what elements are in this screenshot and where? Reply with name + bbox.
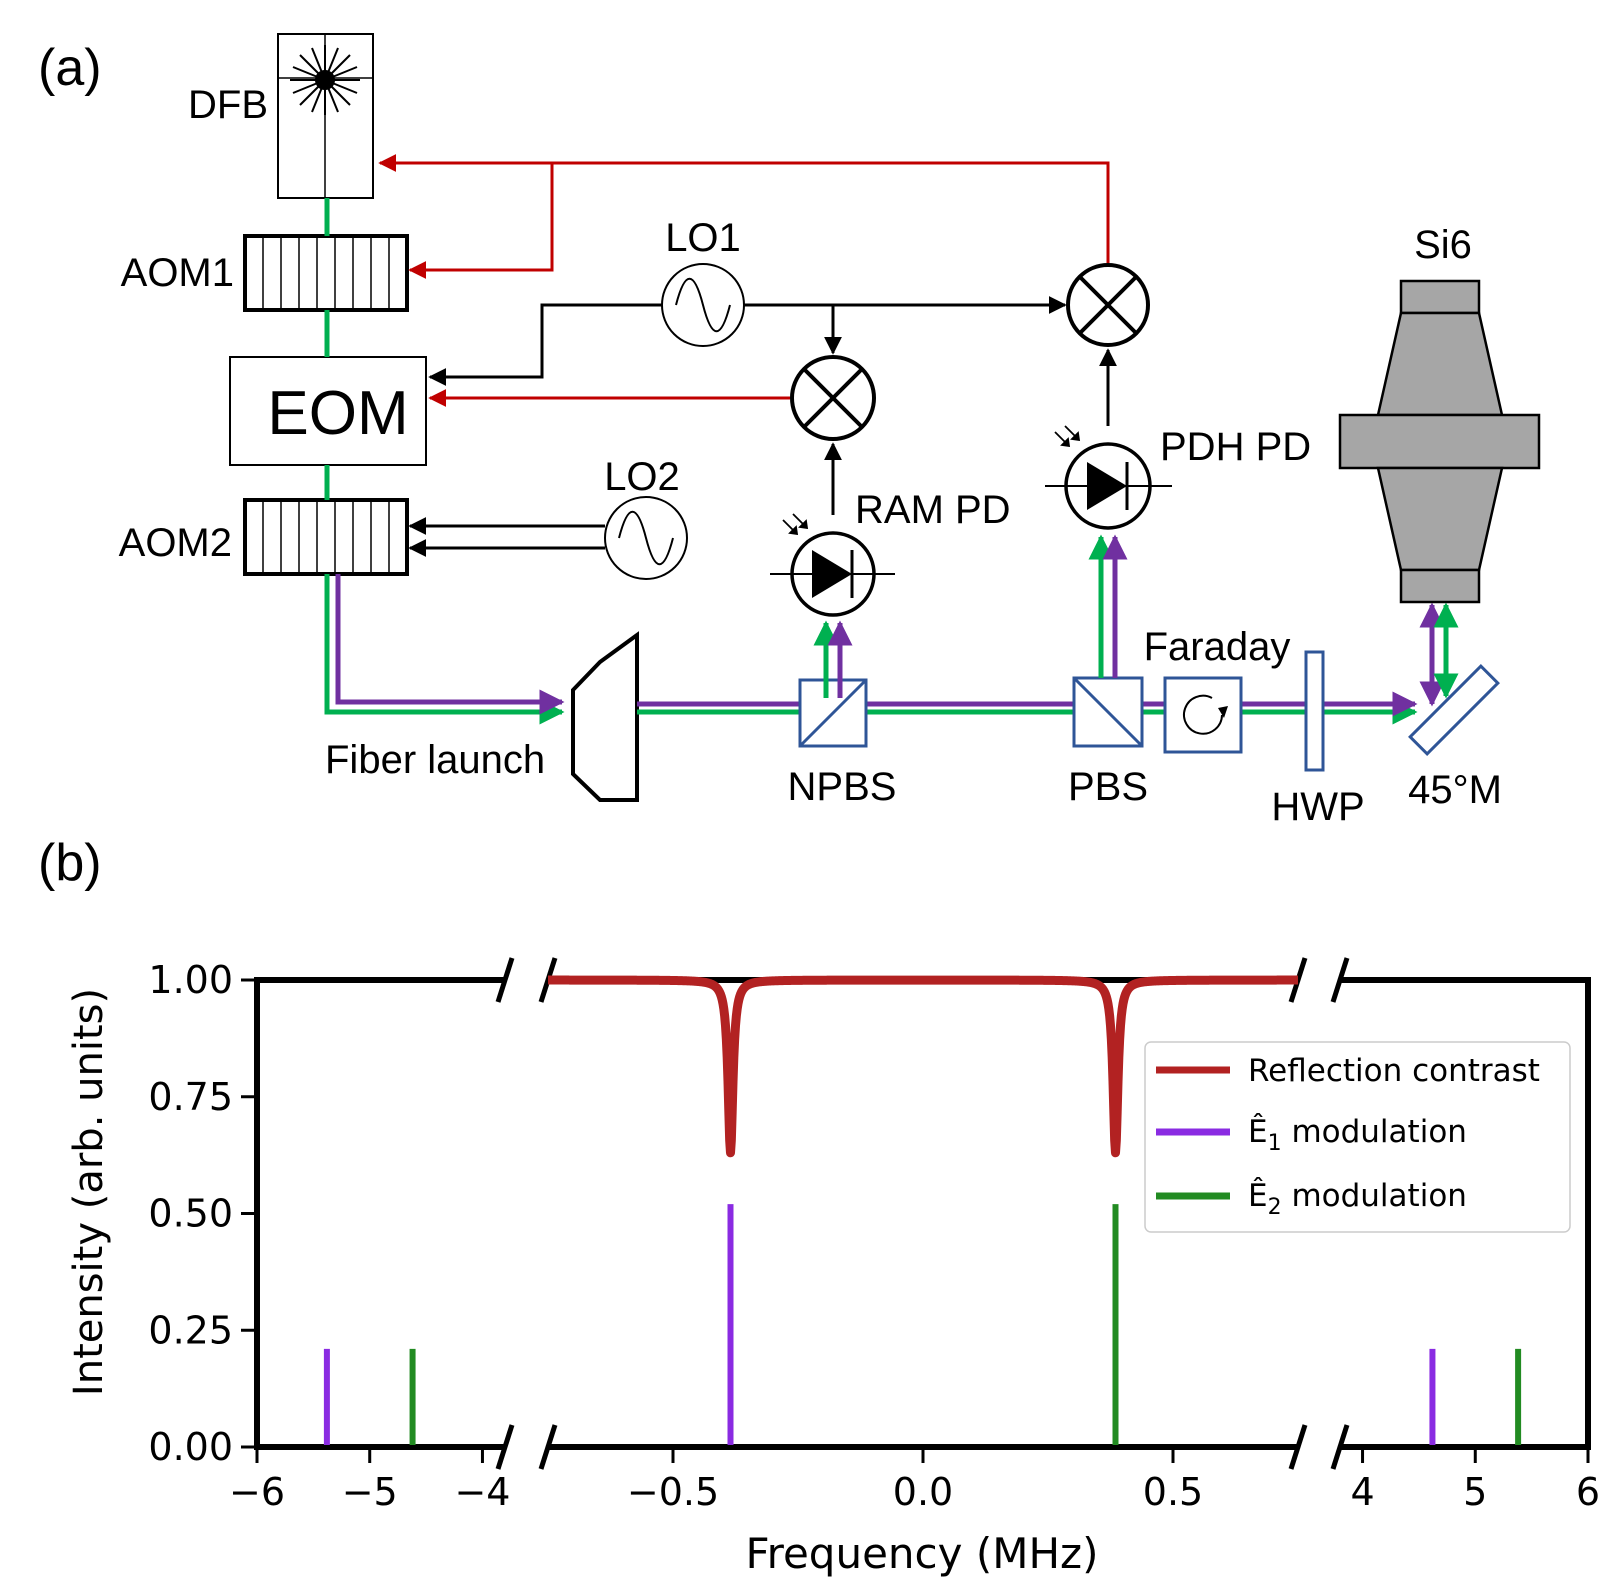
sine-icon: [675, 277, 731, 333]
dfb-laser: DFB: [188, 33, 374, 199]
rotation-icon: [1183, 694, 1223, 735]
axis-break-mark: [495, 957, 515, 1003]
axis-break-mark: [495, 1424, 515, 1470]
x-axis-label: Frequency (MHz): [746, 1529, 1099, 1578]
ram-photodiode: RAM PD: [770, 488, 1011, 617]
si6-label: Si6: [1414, 223, 1472, 267]
feedback-lines: [378, 154, 1110, 407]
legend: Reflection contrast Ê1 modulation Ê2 mod…: [1144, 1041, 1571, 1233]
legend-label-e2: Ê2 modulation: [1248, 1178, 1467, 1220]
chart-area: 0.00 0.25 0.50 0.75 1.00 −6 −5 −4 −0.5 0.0 0.5 4 5 6: [148, 957, 1600, 1514]
panel-b-label: (b): [38, 834, 102, 892]
axis-break-mark: [1288, 1424, 1308, 1470]
y-tick-label: 1.00: [148, 958, 233, 1002]
x-tick-label: −0.5: [627, 1470, 719, 1514]
npbs-label: NPBS: [788, 765, 897, 809]
sine-icon: [618, 510, 674, 566]
aom2: AOM2: [119, 498, 409, 576]
x-tick-label: 5: [1463, 1470, 1487, 1514]
faraday-label: Faraday: [1144, 625, 1291, 669]
aom1: AOM1: [121, 234, 409, 312]
legend-label-reflection: Reflection contrast: [1248, 1053, 1540, 1089]
eom-label: EOM: [267, 379, 408, 448]
faraday-rotator: Faraday: [1144, 625, 1291, 754]
si6-cavity: Si6: [1338, 223, 1541, 604]
x-tick-label: 6: [1576, 1470, 1600, 1514]
lo2-oscillator: LO2: [604, 455, 688, 580]
lo1-label: LO1: [665, 216, 741, 260]
x-tick-label: −5: [342, 1470, 398, 1514]
beam-to-ram-pd: [813, 620, 853, 698]
fiber-launch-label: Fiber launch: [325, 738, 545, 782]
x-tick-label: −4: [454, 1470, 510, 1514]
pdh-pd-label: PDH PD: [1160, 425, 1311, 469]
y-tick-label: 0.00: [148, 1425, 233, 1469]
pbs-label: PBS: [1068, 765, 1148, 809]
setup-diagram: (a) DFB AOM1: [38, 33, 1541, 829]
mirror-label: 45°M: [1408, 768, 1502, 812]
main-beam: [637, 691, 1418, 725]
y-tick-label: 0.50: [148, 1192, 233, 1236]
axis-break-mark: [1330, 1424, 1350, 1470]
spectrum-plot: (b) 0.00 0.25 0.50 0.75 1.00 −6 −5 −4 −0.5 0.0 0.5…: [38, 834, 1600, 1578]
light-arrows-icon: [1054, 425, 1081, 448]
hwp-label: HWP: [1271, 785, 1364, 829]
beam-to-pdh-pd: [1088, 534, 1128, 678]
x-tick-label: 0.5: [1143, 1470, 1203, 1514]
axis-break-mark: [538, 1424, 558, 1470]
ram-pd-label: RAM PD: [855, 488, 1011, 532]
light-arrows-icon: [782, 513, 809, 536]
pdh-photodiode: PDH PD: [1045, 425, 1311, 530]
mirror-45: 45°M: [1408, 664, 1502, 812]
axis-break-mark: [1330, 957, 1350, 1003]
mixer-ram: [790, 355, 876, 441]
y-tick-label: 0.75: [148, 1075, 233, 1119]
fiber-launch: Fiber launch: [325, 631, 639, 802]
pbs: PBS: [1068, 676, 1148, 809]
reflection-contrast-line: [544, 975, 1302, 1158]
x-tick-label: −6: [229, 1470, 285, 1514]
beam-to-fiber: [324, 574, 565, 725]
legend-label-e1: Ê1 modulation: [1248, 1114, 1467, 1156]
lo-signal-lines: [408, 296, 1067, 557]
aom2-label: AOM2: [119, 521, 232, 565]
eom: EOM: [229, 356, 427, 466]
npbs: NPBS: [788, 678, 897, 809]
x-tick-label: 0.0: [893, 1470, 953, 1514]
y-tick-label: 0.25: [148, 1308, 233, 1352]
y-axis-label: Intensity (arb. units): [66, 988, 112, 1396]
panel-a-label: (a): [38, 39, 102, 97]
lo2-label: LO2: [604, 455, 680, 499]
lo1-oscillator: LO1: [661, 216, 745, 347]
laser-star-icon: [290, 45, 360, 115]
hwp: HWP: [1271, 650, 1365, 829]
beam-to-cavity: [1419, 602, 1459, 707]
aom1-label: AOM1: [121, 251, 234, 295]
mixer-pdh: [1066, 263, 1150, 347]
dfb-label: DFB: [188, 83, 268, 127]
x-tick-label: 4: [1350, 1470, 1374, 1514]
